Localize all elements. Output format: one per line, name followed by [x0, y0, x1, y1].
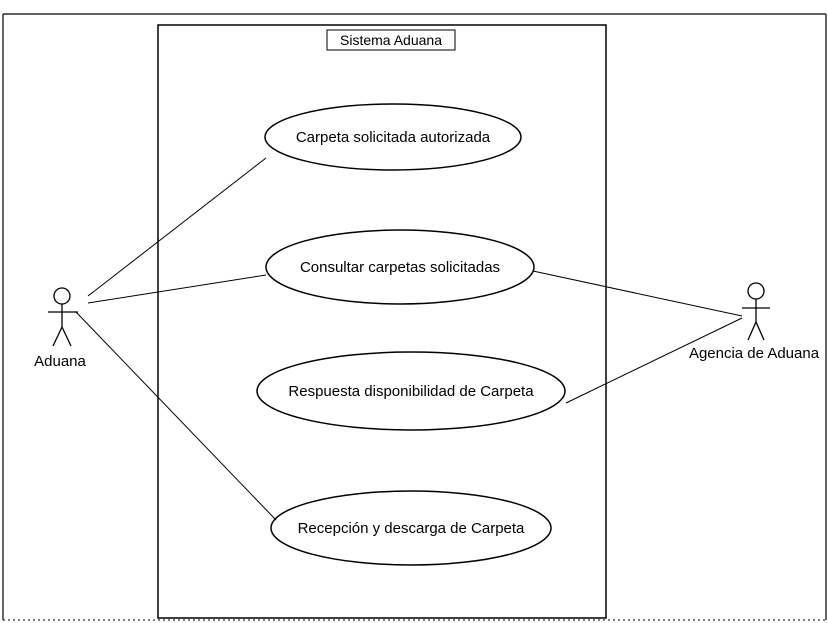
use-case-ellipse: [270, 490, 552, 566]
system-title: Sistema Aduana: [340, 32, 442, 48]
actor-head-icon: [53, 287, 71, 305]
actor-leg-right: [61, 326, 72, 347]
actor-aduana[interactable]: [48, 287, 78, 347]
actor-leg-left: [747, 321, 757, 341]
use-case-ellipse: [265, 229, 535, 305]
system-title-box: [326, 29, 456, 51]
use-case-carpeta-solicitada-autorizada[interactable]: Carpeta solicitada autorizada: [264, 103, 522, 171]
association-aduana-uc2: [87, 274, 267, 304]
system-boundary: Sistema Aduana: [157, 24, 607, 619]
actor-label-aduana: Aduana: [34, 353, 86, 370]
use-case-label: Consultar carpetas solicitadas: [300, 259, 500, 276]
actor-leg-left: [52, 326, 63, 347]
use-case-recepcion-y-descarga-de-carpeta[interactable]: Recepción y descarga de Carpeta: [270, 490, 552, 566]
actor-leg-right: [755, 321, 765, 341]
actor-head-icon: [747, 282, 765, 300]
use-case-label: Carpeta solicitada autorizada: [296, 129, 491, 146]
associations: [75, 157, 743, 521]
association-agencia-uc3: [565, 317, 743, 404]
use-case-respuesta-disponibilidad-de-carpeta[interactable]: Respuesta disponibilidad de Carpeta: [256, 351, 566, 431]
association-aduana-uc4: [75, 311, 277, 521]
association-aduana-uc1: [87, 157, 267, 297]
use-case-ellipse: [256, 351, 566, 431]
use-case-ellipse: [264, 103, 522, 171]
association-agencia-uc2: [532, 270, 743, 317]
diagram-frame: [2, 13, 827, 621]
actor-agencia-de-aduana[interactable]: [742, 282, 770, 341]
use-case-label: Recepción y descarga de Carpeta: [298, 520, 525, 537]
use-case-consultar-carpetas-solicitadas[interactable]: Consultar carpetas solicitadas: [265, 229, 535, 305]
actor-label-agencia-de-aduana: Agencia de Aduana: [689, 345, 820, 362]
use-case-label: Respuesta disponibilidad de Carpeta: [288, 383, 534, 400]
